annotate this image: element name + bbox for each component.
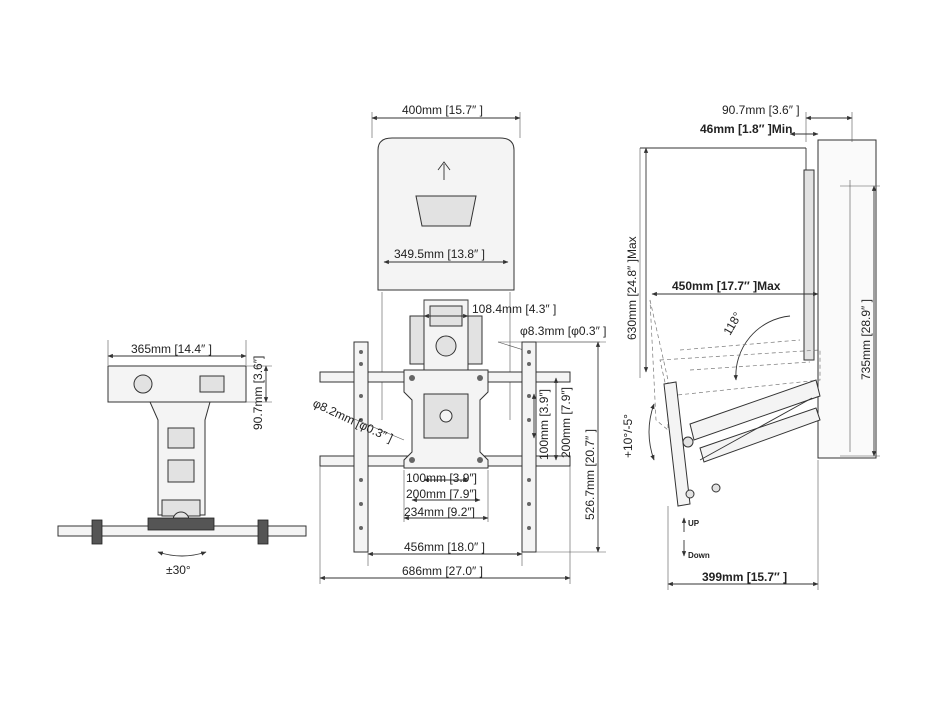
vesa-center: [423, 393, 469, 439]
dim-bracket-height: 90.7mm [3.6″]: [251, 356, 265, 430]
wall-plate-side-lines: [381, 292, 511, 420]
vesa-center-hole: [439, 409, 453, 423]
dim-vesa-v100: 100mm [3.9″]: [537, 389, 551, 460]
arm-pivot: [435, 335, 457, 357]
dim-depth-top: 90.7mm [3.6″ ]: [722, 103, 800, 117]
tv-bracket-upright: [803, 169, 815, 361]
angle-arc: [733, 315, 791, 381]
extended-arm-lower: [699, 407, 821, 463]
tv-panel-extended: [663, 381, 691, 507]
dim-height-735: 735mm [28.9″ ]: [859, 299, 873, 380]
tilt-label: +10°/-5°: [621, 414, 635, 458]
rail-holes: [359, 350, 531, 530]
dim-depth-min: 46mm [1.8″ ]Min: [700, 122, 792, 136]
arm-side-right: [467, 315, 483, 365]
swivel-arc: [157, 551, 207, 557]
arm-side-left: [409, 315, 425, 365]
up-arrow-icon: [437, 161, 451, 180]
side-column: [149, 401, 211, 516]
front-view: 400mm [15.7″ ] 349.5mm [13.8″ ] 108.4mm …: [311, 103, 607, 584]
side-view: 365mm [14.4″ ] 90.7mm [3.6″] ±30°: [57, 340, 307, 577]
dim-drop-max: 630mm [24.8″ ]Max: [625, 236, 639, 340]
bracket-slot-right: [199, 375, 225, 393]
dim-height-total: 526.7mm [20.7″ ]: [583, 429, 597, 520]
left-vertical-rail: [353, 341, 369, 553]
top-bracket: [107, 365, 247, 403]
swivel-label: ±30°: [166, 563, 191, 577]
dim-hole-right: φ8.3mm [φ0.3″ ]: [520, 324, 607, 338]
dim-rail-686: 686mm [27.0″ ]: [402, 564, 483, 578]
dim-wall-plate-width: 400mm [15.7″ ]: [402, 103, 483, 117]
arm-position-dashed-1: [659, 349, 821, 397]
dim-top-width: 365mm [14.4″ ]: [131, 342, 212, 356]
side-clamp-upper: [167, 427, 195, 449]
down-label: Down: [688, 551, 710, 560]
dim-vesa-h100: 100mm [3.9″]: [406, 471, 477, 485]
rail-clip-2: [257, 519, 269, 545]
bracket-hole-left: [133, 374, 153, 394]
dim-inner-width: 349.5mm [13.8″ ]: [394, 247, 485, 261]
tilt-arc: [648, 403, 655, 461]
gas-strut: [699, 397, 813, 461]
dim-reach-max: 450mm [17.7″ ]Max: [672, 279, 781, 293]
dim-vesa-h234: 234mm [9.2″]: [404, 505, 475, 519]
angle-label: 118°: [720, 310, 744, 338]
tilt-pivot: [682, 436, 694, 448]
dim-vesa-v200: 200mm [7.9″]: [559, 387, 573, 458]
side-clamp-lower: [167, 459, 195, 483]
dim-vesa-h200: 200mm [7.9″]: [406, 487, 477, 501]
plate-window: [415, 195, 477, 227]
dim-rail-456: 456mm [18.0″ ]: [404, 540, 485, 554]
rail-clip-1: [91, 519, 103, 545]
dim-width-399: 399mm [15.7″ ]: [702, 570, 787, 584]
rail-center-block: [147, 517, 215, 531]
tv-position-dashed: [649, 299, 669, 431]
profile-view: 90.7mm [3.6″ ] 46mm [1.8″ ]Min 630mm [24…: [621, 103, 880, 590]
arm-position-dashed-2: [679, 339, 811, 371]
extended-arm-upper: [689, 379, 821, 441]
dim-arm-width: 108.4mm [4.3″ ]: [472, 302, 556, 316]
dim-hole-left: φ8.2mm [φ0.3″ ]: [311, 396, 395, 445]
right-vertical-rail: [521, 341, 537, 553]
up-label: UP: [688, 519, 700, 528]
wall-section: [817, 139, 877, 459]
